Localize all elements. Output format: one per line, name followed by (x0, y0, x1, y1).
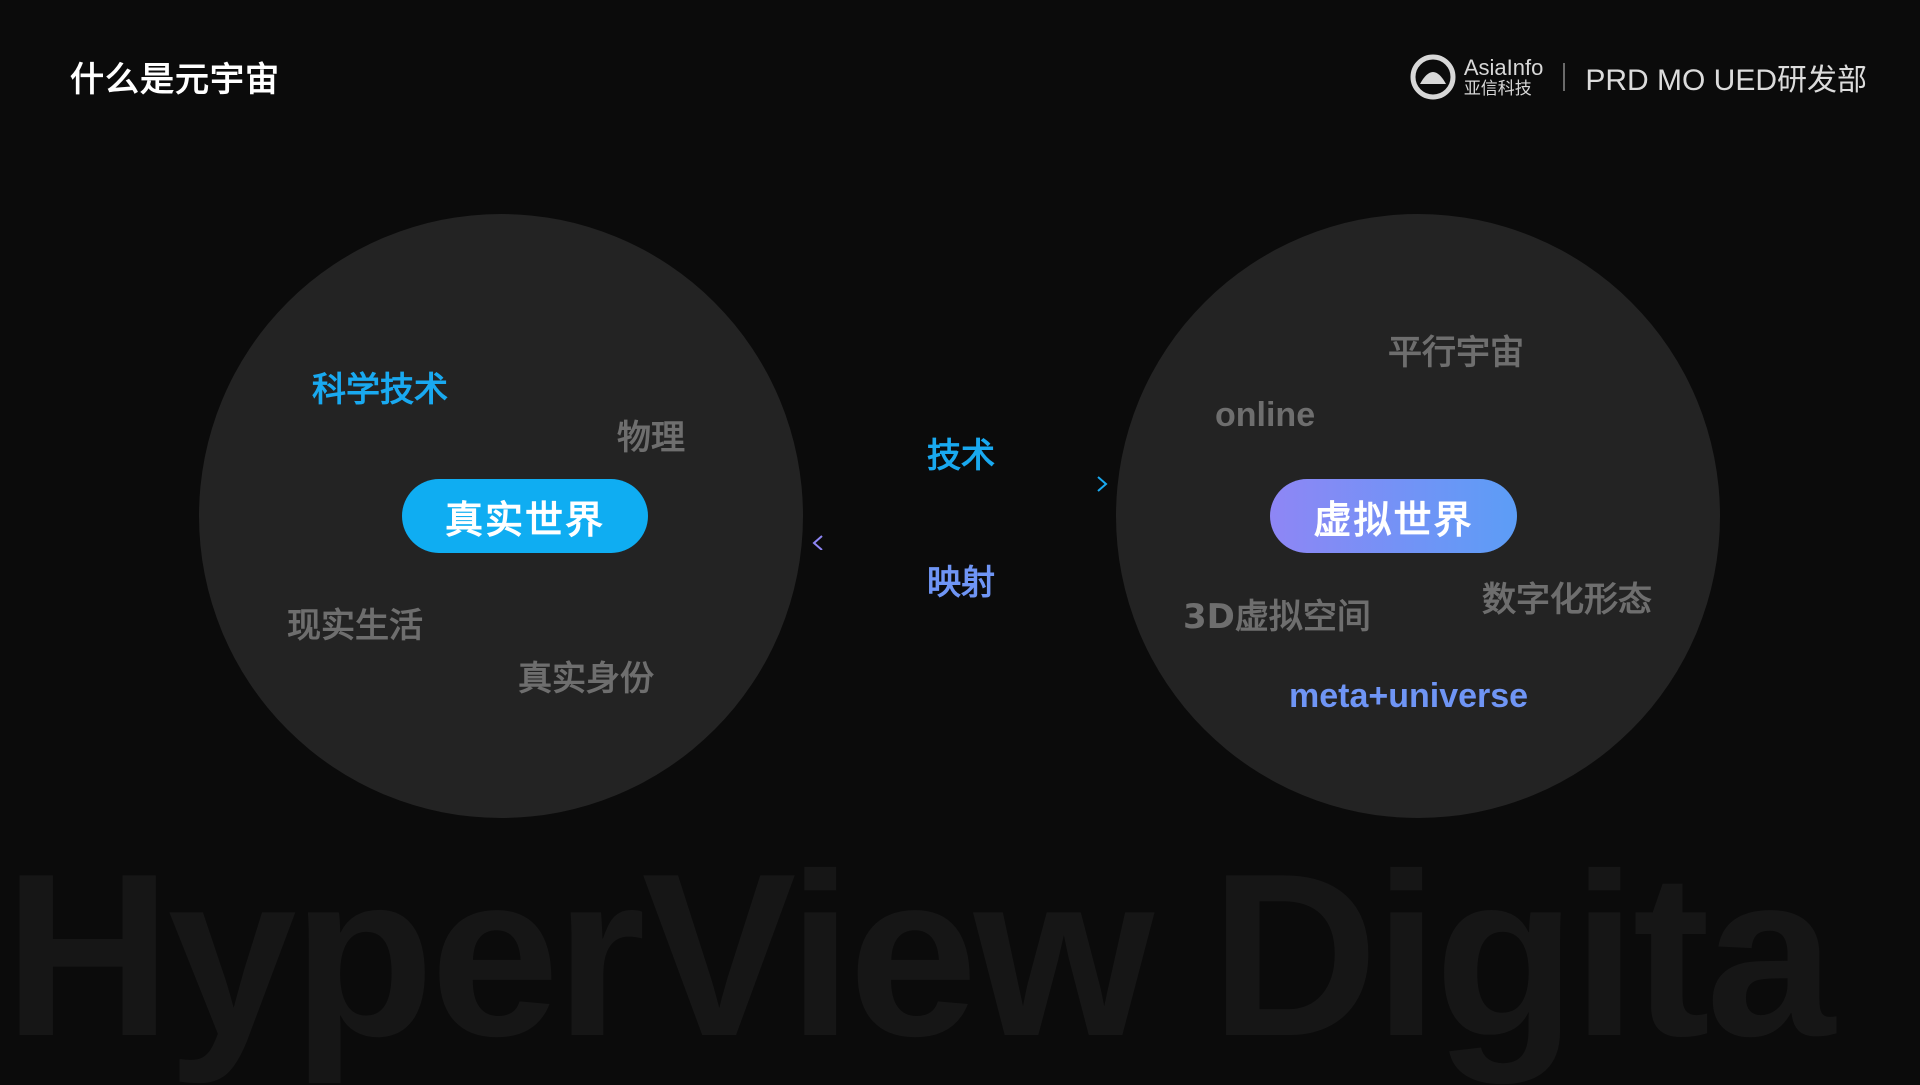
connector-label-mapping: 映射 (927, 563, 995, 603)
virtual-world-pill: 虚拟世界 (1270, 479, 1517, 553)
department-label: PRD MO UED研发部 (1585, 64, 1867, 97)
keyword-real-identity: 真实身份 (518, 659, 654, 699)
keyword-parallel-universe: 平行宇宙 (1388, 333, 1524, 373)
keyword-real-life: 现实生活 (287, 606, 423, 646)
keyword-online: online (1215, 396, 1316, 434)
background-watermark: HyperView Digita (4, 826, 1835, 1085)
brand-header: AsiaInfo 亚信科技 PRD MO UED研发部 (1410, 50, 1867, 104)
brand-name-cn: 亚信科技 (1463, 78, 1532, 99)
connector-arrows (812, 476, 1108, 550)
keyword-digital-form: 数字化形态 (1482, 580, 1652, 620)
brand-name-en: AsiaInfo (1463, 54, 1544, 80)
keyword-3d-virtual-space: 3D虚拟空间 (1183, 597, 1371, 637)
asiainfo-logo-icon (1410, 54, 1456, 100)
connector-label-technology: 技术 (927, 436, 995, 476)
keyword-meta-universe: meta+universe (1289, 677, 1529, 715)
keyword-physics: 物理 (617, 418, 685, 458)
dashed-arrow-left-icon (812, 535, 1108, 550)
page-title: 什么是元宇宙 (70, 60, 280, 100)
brand-divider (1563, 63, 1566, 91)
real-world-pill: 真实世界 (402, 479, 648, 553)
dashed-arrow-right-icon (812, 476, 1108, 492)
keyword-science-technology: 科学技术 (312, 370, 448, 410)
brand-name: AsiaInfo 亚信科技 (1463, 54, 1544, 99)
